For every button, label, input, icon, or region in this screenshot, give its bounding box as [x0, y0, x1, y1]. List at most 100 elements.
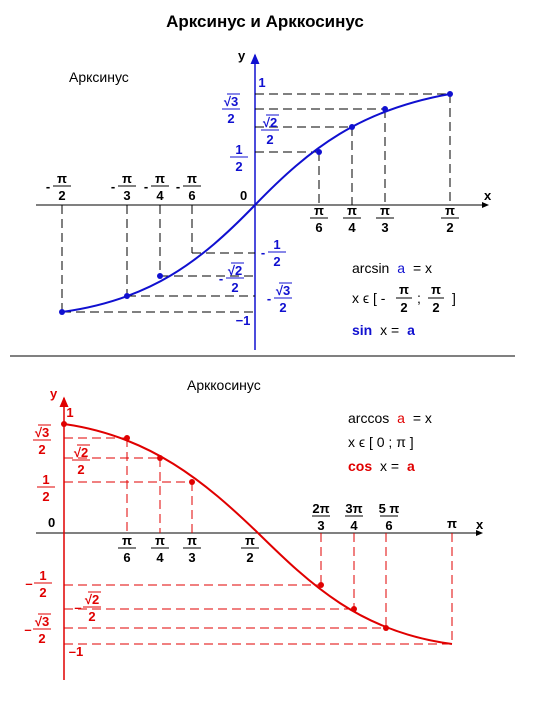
- arccos-x-tick-upper-0: 2π3: [312, 501, 330, 533]
- arcsin-guides: [61, 93, 451, 313]
- arcsin-heading: Арксинус: [69, 69, 129, 85]
- arccos-x-tick-upper-2-num: 5 π: [379, 501, 400, 516]
- arcsin-y-axis-label: y: [238, 48, 246, 63]
- arcsin-domain-close: ]: [452, 290, 456, 306]
- arcsin-y-tick-neg-2: -√3 2: [267, 282, 292, 315]
- arccos-y-tick-0-text: 1: [66, 405, 73, 420]
- arcsin-y-tick-1-den: 2: [227, 111, 234, 126]
- arccos-y-tick-1: √32: [33, 424, 51, 457]
- arcsin-y-tick-neg-0-num: 1: [273, 237, 280, 252]
- arccos-y-tick-neg-2-den: 2: [38, 631, 45, 646]
- arcsin-curve: [61, 93, 451, 313]
- arccos-x-tick-1-num: π: [155, 533, 165, 548]
- arcsin-x-tick-0-num: π: [314, 203, 324, 218]
- arccos-domain: x ϵ [ 0 ; π ]: [348, 434, 414, 450]
- arcsin-formula-rest: = x: [413, 260, 432, 276]
- arccos-y-tick-neg-0: –12: [25, 568, 52, 600]
- arcsin-x-tick-3-den: 2: [446, 220, 453, 235]
- arccos-y-tick-neg-1-sign: –: [74, 600, 81, 615]
- arccos-x-tick-2-den: 3: [188, 550, 195, 565]
- svg-text:arccos a = x: arccos a = x: [348, 410, 432, 426]
- arcsin-y-tick-neg-2-den: 2: [279, 300, 286, 315]
- arcsin-x-tick-2-num: π: [380, 203, 390, 218]
- arcsin-x-tick-2: π3: [376, 203, 394, 235]
- arcsin-x-tick-labels-negative: -π2-π3-π4-π6: [46, 171, 201, 203]
- arcsin-x-tick-neg-3-den: 6: [188, 188, 195, 203]
- arccos-x-end-label: π: [447, 516, 457, 531]
- arccos-cos-fn: cos: [348, 458, 372, 474]
- arcsin-x-tick-neg-0-sign: -: [46, 179, 50, 194]
- arcsin-y-tick-labels-negative: -12-√22-√32−1: [219, 237, 292, 328]
- arccos-y-tick-neg-1-den: 2: [88, 609, 95, 624]
- arcsin-y-tick-neg-1-num: √2: [228, 263, 242, 278]
- arccos-y-tick-3: 12: [37, 472, 55, 504]
- arcsin-x-tick-neg-3: -π6: [176, 171, 201, 203]
- arcsin-y-tick-neg-2-sign: -: [267, 291, 271, 306]
- arccos-x-tick-3: π2: [241, 533, 259, 565]
- arccos-guides: [64, 437, 453, 645]
- arcsin-x-tick-neg-3-num: π: [187, 171, 197, 186]
- arcsin-x-tick-neg-0-num: π: [57, 171, 67, 186]
- arcsin-sin-fn: sin: [352, 322, 372, 338]
- arccos-y-tick-1-num: √3: [35, 425, 49, 440]
- arccos-x-tick-upper-2-den: 6: [385, 518, 392, 533]
- arccos-y-tick-neg-0-sign: –: [25, 576, 32, 591]
- arcsin-y-tick-2-num: √2: [263, 115, 277, 130]
- arccos-x-tick-upper-1-num: 3π: [345, 501, 362, 516]
- arcsin-formula-var: a: [397, 260, 405, 276]
- arcsin-points: [59, 91, 453, 315]
- arccos-x-axis-label: x: [476, 517, 484, 532]
- arcsin-y-tick-3-den: 2: [235, 159, 242, 174]
- arcsin-x-tick-3-num: π: [445, 203, 455, 218]
- arccos-cos-mid: x =: [380, 458, 399, 474]
- arcsin-y-tick-2: √22: [261, 114, 279, 147]
- arcsin-domain-prefix: x ϵ [ -: [352, 290, 386, 306]
- arcsin-y-tick-neg-2-num: √3: [276, 283, 290, 298]
- arccos-y-axis-label: y: [50, 386, 58, 401]
- arccos-points: [61, 421, 389, 631]
- arccos-y-tick-labels-negative: –12–√22–√32–1: [24, 568, 101, 659]
- arccos-x-tick-upper-0-den: 3: [317, 518, 324, 533]
- arccos-y-tick-2-den: 2: [77, 462, 84, 477]
- arcsin-x-tick-neg-0: -π 2: [46, 171, 71, 203]
- arccos-origin-label: 0: [48, 515, 55, 530]
- arcsin-x-tick-2-den: 3: [381, 220, 388, 235]
- arcsin-y-tick-neg-0-sign: -: [261, 245, 265, 260]
- arcsin-x-tick-neg-1-num: π: [122, 171, 132, 186]
- arcsin-x-tick-1-num: π: [347, 203, 357, 218]
- arcsin-x-tick-neg-2-sign: -: [144, 179, 148, 194]
- arcsin-domain-den-2: 2: [432, 300, 439, 315]
- arccos-x-tick-upper-1: 3π4: [345, 501, 363, 533]
- arccos-x-tick-2-num: π: [187, 533, 197, 548]
- arccos-y-tick-neg-3-text: –1: [69, 644, 83, 659]
- arccos-y-tick-neg-2-num: √3: [35, 614, 49, 629]
- arcsin-formula: arcsin a = x x ϵ [ - π 2 ; π 2 ] sin x =…: [352, 260, 456, 338]
- arcsin-y-tick-neg-3-text: −1: [236, 313, 251, 328]
- arccos-y-tick-3-num: 1: [42, 472, 49, 487]
- arccos-formula: arccos a = x x ϵ [ 0 ; π ] cos x = a: [348, 410, 432, 474]
- arccos-x-tick-upper-2: 5 π6: [379, 501, 400, 533]
- arcsin-formula-fn: arcsin: [352, 260, 389, 276]
- arcsin-y-tick-0: 1: [258, 75, 265, 90]
- arccos-y-tick-neg-1-num: √2: [85, 592, 99, 607]
- arcsin-y-tick-neg-1: -√22: [219, 262, 244, 295]
- arcsin-x-tick-1: π4: [343, 203, 361, 235]
- arcsin-y-tick-neg-1-den: 2: [231, 280, 238, 295]
- svg-text:cos x = a: cos x = a: [348, 458, 415, 474]
- arcsin-x-tick-neg-0-den: 2: [58, 188, 65, 203]
- arcsin-x-tick-3: π2: [441, 203, 459, 235]
- arccos-y-tick-0: 1: [66, 405, 73, 420]
- arccos-x-tick-0: π6: [118, 533, 136, 565]
- arcsin-y-tick-neg-3: −1: [236, 313, 251, 328]
- arcsin-y-tick-0-text: 1: [258, 75, 265, 90]
- arcsin-y-tick-1: √32: [222, 93, 240, 126]
- arccos-curve: [63, 423, 453, 645]
- arccos-formula-var: a: [397, 410, 405, 426]
- arccos-y-tick-neg-3: –1: [69, 644, 83, 659]
